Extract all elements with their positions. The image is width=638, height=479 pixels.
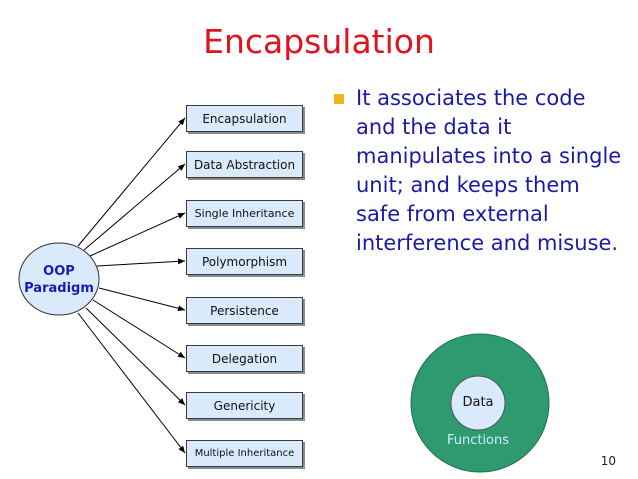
concept-data-abstraction: Data Abstraction (186, 151, 303, 178)
concept-polymorphism: Polymorphism (186, 248, 303, 275)
concept-encapsulation: Encapsulation (186, 105, 303, 132)
slide-title: Encapsulation (203, 22, 435, 61)
arrows-group (77, 117, 186, 454)
arrow-3 (89, 212, 186, 257)
data-core (450, 375, 506, 431)
concept-delegation: Delegation (186, 345, 303, 372)
oop-label-line1: OOP (43, 264, 75, 279)
oop-label-line2: Paradigm (24, 281, 94, 296)
functions-label: Functions (446, 433, 510, 448)
arrow-6 (92, 299, 186, 359)
concept-genericity: Genericity (186, 392, 303, 419)
arrow-4 (96, 258, 186, 267)
arrow-5 (98, 287, 186, 312)
arrow-1 (77, 117, 186, 247)
concept-persistence: Persistence (186, 297, 303, 324)
arrow-7 (85, 307, 186, 406)
concept-single-inheritance: Single Inheritance (186, 200, 303, 227)
square-bullet-icon (334, 94, 344, 104)
concept-multiple-inheritance: Multiple Inheritance (186, 440, 303, 467)
bullet-text: It associates the code and the data it m… (356, 86, 622, 255)
arrow-2 (83, 163, 186, 251)
oop-paradigm-node (18, 242, 100, 316)
arrow-8 (77, 312, 186, 454)
page-number: 10 (600, 454, 616, 468)
data-label: Data (462, 395, 494, 410)
